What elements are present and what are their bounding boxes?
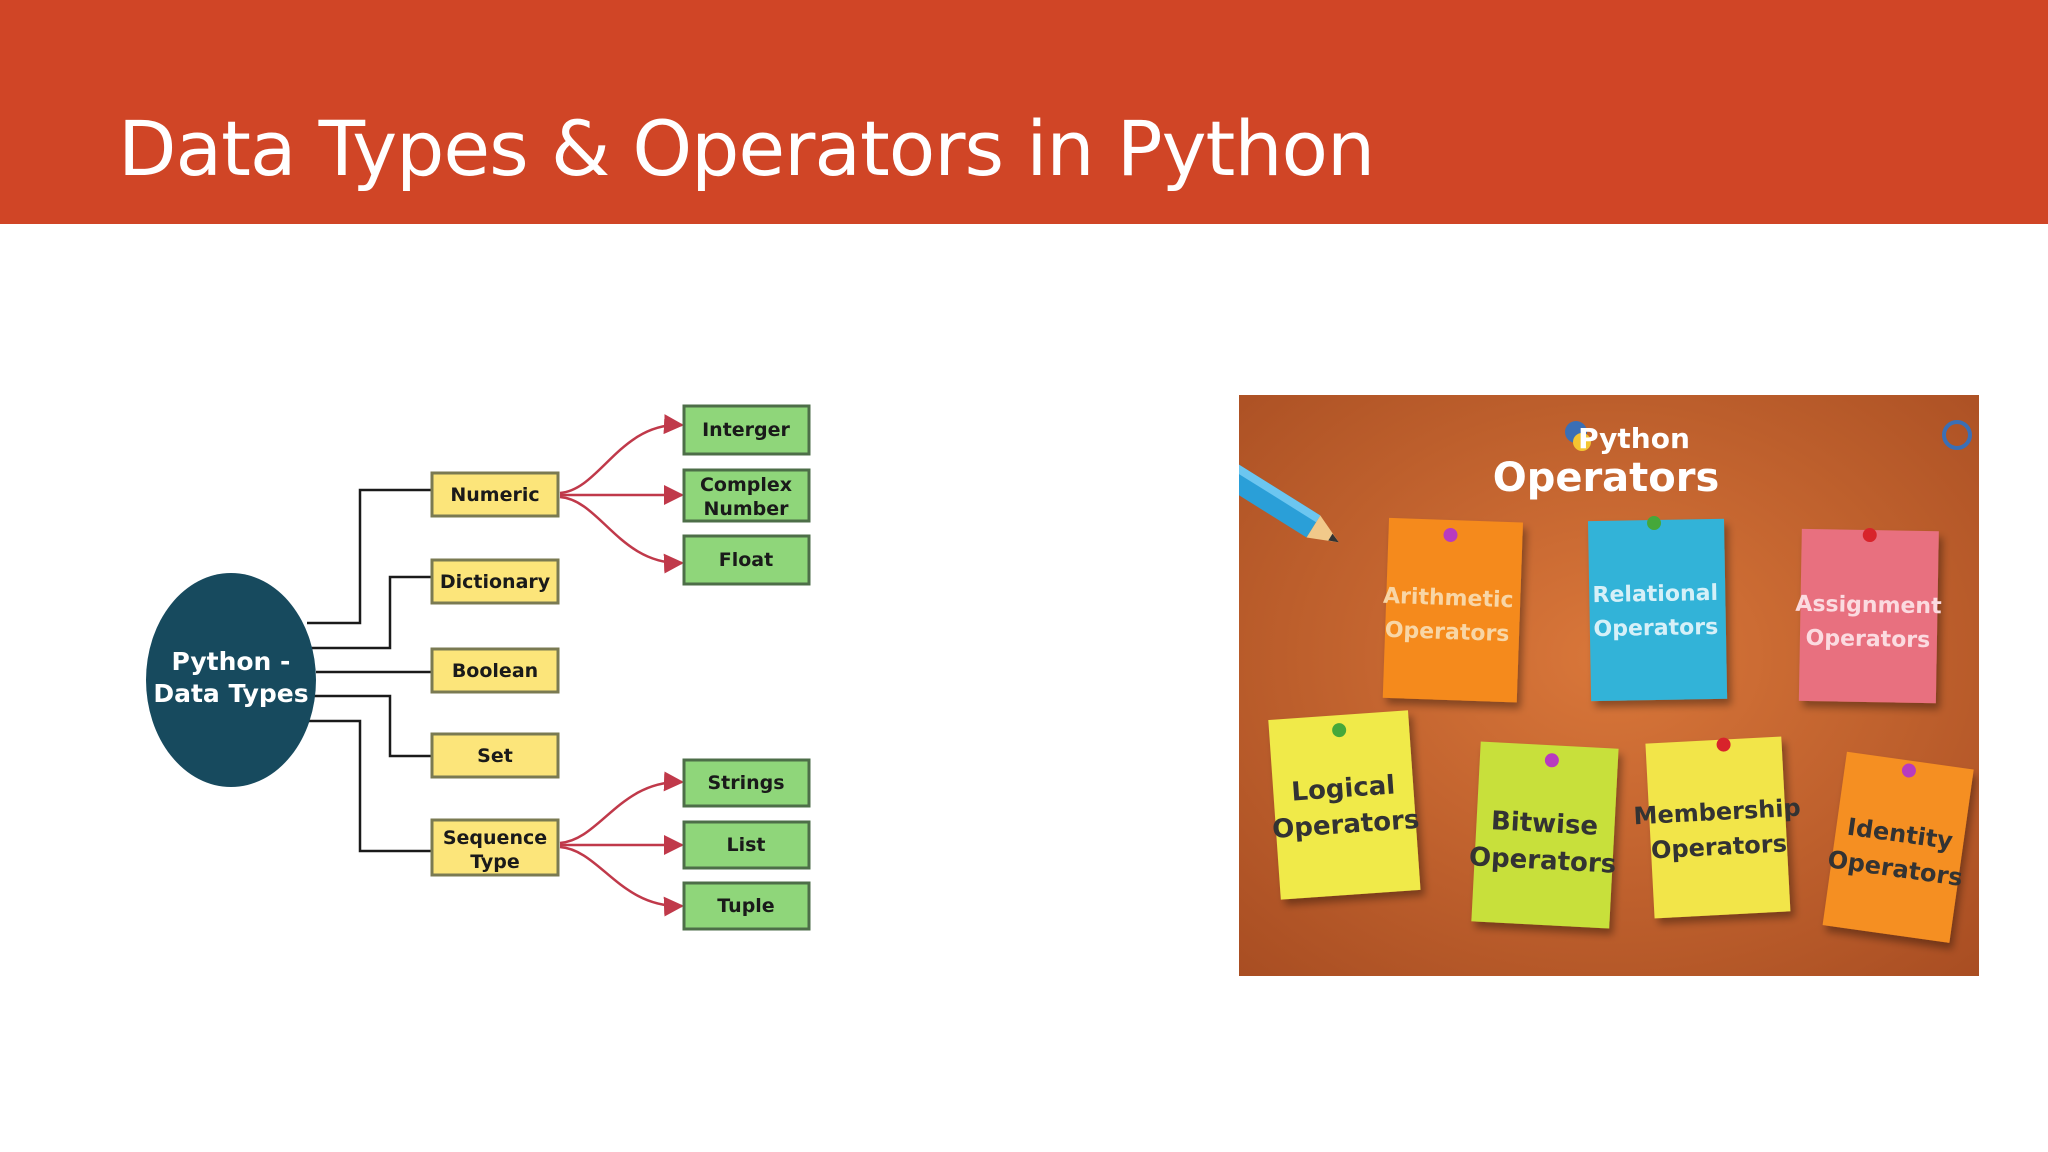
pencil-icon bbox=[1239, 457, 1339, 543]
pin-icon bbox=[1443, 528, 1458, 543]
note-arithmetic-line2: Operators bbox=[1384, 618, 1509, 647]
leaf-list: List bbox=[682, 820, 811, 870]
leaf-integer: Interger bbox=[682, 404, 811, 456]
connector-dictionary bbox=[310, 575, 432, 650]
leaf-strings: Strings bbox=[682, 758, 811, 808]
category-boolean-label: Boolean bbox=[452, 660, 538, 682]
leaf-complex-label-line2: Number bbox=[703, 498, 789, 520]
note-arithmetic-line1: Arithmetic bbox=[1383, 584, 1514, 614]
note-membership: Membership Operators bbox=[1633, 736, 1801, 919]
category-numeric-label: Numeric bbox=[450, 484, 539, 506]
root-node: Python - Data Types bbox=[146, 573, 316, 787]
connector-set bbox=[310, 694, 432, 758]
category-dictionary: Dictionary bbox=[430, 558, 560, 605]
pin-icon bbox=[1647, 516, 1662, 531]
category-set-label: Set bbox=[477, 745, 513, 767]
root-connectors bbox=[307, 488, 432, 853]
note-relational-line1: Relational bbox=[1592, 581, 1718, 608]
category-dictionary-label: Dictionary bbox=[440, 571, 551, 593]
category-sequence-label-line2: Type bbox=[470, 851, 520, 873]
leaf-tuple: Tuple bbox=[682, 881, 811, 931]
leaf-list-label: List bbox=[726, 834, 765, 856]
brand-label: Python bbox=[1578, 422, 1690, 455]
note-bitwise: Bitwise Operators bbox=[1468, 741, 1619, 929]
root-label-line1: Python - bbox=[172, 647, 291, 676]
note-bitwise-line1: Bitwise bbox=[1490, 806, 1599, 842]
connector-sequence bbox=[307, 719, 432, 853]
title-bar bbox=[0, 0, 2048, 224]
note-arithmetic: Arithmetic Operators bbox=[1383, 517, 1523, 703]
arrow-float bbox=[559, 495, 684, 574]
corner-logo-icon bbox=[1942, 420, 1972, 450]
pin-icon bbox=[1332, 723, 1347, 738]
note-relational: Relational Operators bbox=[1587, 516, 1728, 702]
category-boolean: Boolean bbox=[430, 647, 560, 694]
note-assignment-line1: Assignment bbox=[1795, 592, 1942, 620]
note-relational-line2: Operators bbox=[1593, 615, 1718, 642]
leaf-float: Float bbox=[682, 534, 811, 586]
arrow-integer bbox=[559, 414, 684, 495]
slide-title: Data Types & Operators in Python bbox=[118, 104, 1375, 193]
category-sequence-label-line1: Sequence bbox=[443, 827, 547, 849]
leaf-complex-label-line1: Complex bbox=[700, 474, 792, 496]
connector-numeric bbox=[307, 488, 432, 625]
leaf-integer-label: Interger bbox=[702, 419, 790, 441]
leaf-strings-label: Strings bbox=[707, 772, 784, 794]
pin-icon bbox=[1862, 528, 1877, 543]
python-operators-image: Python Operators Arithmetic Operators Re… bbox=[1239, 395, 1979, 976]
note-assignment-line2: Operators bbox=[1805, 626, 1930, 653]
leaf-tuple-label: Tuple bbox=[717, 895, 774, 917]
leaf-boxes: Interger Complex Number Float Strings Li… bbox=[682, 404, 811, 931]
leaf-float-label: Float bbox=[719, 549, 773, 571]
note-assignment: Assignment Operators bbox=[1795, 528, 1942, 704]
pin-icon bbox=[1544, 753, 1559, 768]
note-logical-line1: Logical bbox=[1290, 770, 1396, 807]
category-set: Set bbox=[430, 732, 560, 779]
python-logo-icon bbox=[1565, 421, 1591, 451]
category-boxes: Numeric Dictionary Boolean Set Sequence … bbox=[430, 471, 560, 877]
note-logical: Logical Operators bbox=[1268, 710, 1421, 900]
leaf-arrows bbox=[559, 414, 684, 917]
category-sequence: Sequence Type bbox=[430, 818, 560, 877]
arrow-strings bbox=[559, 771, 684, 845]
arrow-tuple bbox=[559, 845, 684, 917]
pin-icon bbox=[1716, 737, 1731, 752]
note-identity: Identity Operators bbox=[1822, 751, 1974, 943]
root-label-line2: Data Types bbox=[153, 679, 308, 708]
data-types-diagram: Python - Data Types Numeric Dictionary B… bbox=[146, 404, 811, 931]
category-numeric: Numeric bbox=[430, 471, 560, 518]
leaf-complex-number: Complex Number bbox=[682, 468, 811, 523]
pin-icon bbox=[1901, 763, 1916, 778]
operators-heading: Operators bbox=[1493, 455, 1720, 501]
